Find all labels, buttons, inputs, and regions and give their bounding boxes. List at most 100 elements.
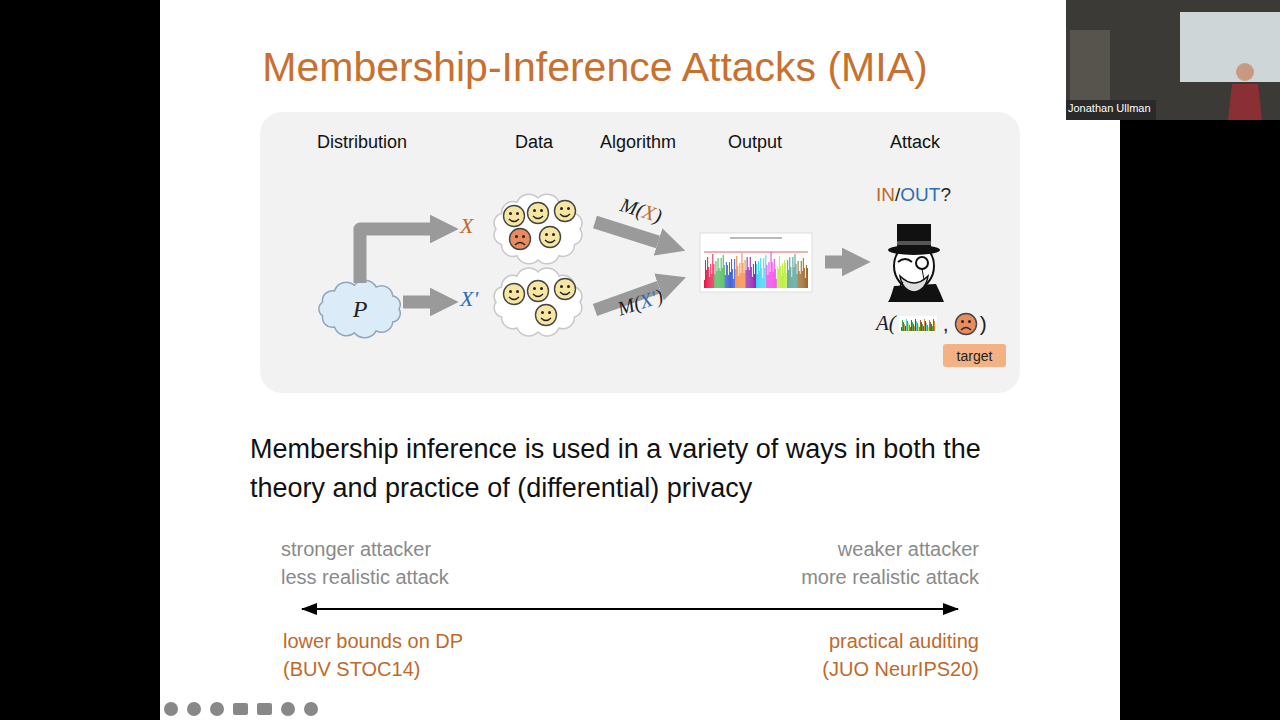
plot-bar [759,271,760,288]
cloud-shape [494,268,582,336]
plot-bar [765,255,766,288]
thumbnail-bar [911,320,912,331]
plot-bar [754,274,755,288]
plot-bar [801,261,802,288]
thumbnail-bar [920,320,921,331]
plot-bar [732,269,733,288]
plot-bar [798,261,799,288]
toolbar-icons [164,702,318,716]
thumbnail-bar [905,326,906,331]
plot-bar [770,272,771,288]
person-face [504,284,525,305]
thumbnail-bar [903,322,904,331]
plot-bar [718,258,719,288]
plot-bar [736,256,737,288]
plot-bar [777,266,778,288]
face-mouth [515,243,525,246]
attacker-figure [888,224,944,302]
plot-bar [803,258,804,288]
thumbnail-bar [902,320,903,331]
attack-question: IN/OUT? [876,184,951,206]
plot-bar [768,262,769,288]
face-eye [540,209,543,212]
plot-bar [755,261,756,288]
plot-bar [713,264,714,288]
plot-bar [787,260,788,288]
plot-bar [712,254,713,288]
thumbnail-bar [906,319,907,331]
plot-bar [796,264,797,288]
thumbnail-bar [916,321,917,331]
plot-bar [740,273,741,288]
face-eye [533,209,536,212]
plot-bar [725,275,726,288]
label-part: ) [980,312,987,336]
face-eye [548,311,551,314]
thumbnail-bar [907,321,908,331]
face-eye [509,290,512,293]
slide-background [160,0,1120,720]
plot-bar [797,274,798,288]
attack-call: A(,) [876,311,987,336]
plot-bar [706,270,707,288]
thumbnail-bar [917,323,918,331]
plot-bar [779,256,780,288]
spectrum-note: less realistic attack [281,566,449,589]
cloud-outline [488,190,588,268]
distribution-cloud: P [313,277,407,341]
face-eye [560,207,563,210]
plot-bar [789,257,790,288]
spectrum-arrow [302,608,958,610]
thumbnail-bar [930,322,931,331]
face-eye [567,207,570,210]
plot-bar [746,270,747,288]
plot-bar [799,271,800,288]
dataset-cloud: X [458,190,588,268]
face-mouth [560,292,570,295]
plot-bar [714,274,715,288]
dataset-label: X' [460,286,478,312]
plot-title-line [730,237,782,239]
thumbnail-bar [914,326,915,331]
plot-bar [781,276,782,288]
plot-bar [747,257,748,288]
plot-bar [758,261,759,288]
plot-bar [738,276,739,288]
face-eye [552,233,555,236]
plot-bar [790,267,791,288]
plot-bar [739,263,740,288]
plot-threshold [704,252,808,253]
face-eye [560,285,563,288]
thumbnail-bar [910,327,911,331]
plot-bar [750,257,751,288]
label-part: A( [876,311,896,336]
plot-bar [715,261,716,288]
column-heading: Attack [890,132,940,153]
face-eye [509,212,512,215]
plot-bar [800,274,801,288]
face-mouth [533,216,543,219]
plot-bar [729,262,730,288]
thumbnail-bar [915,319,916,331]
thumbnail-bar [918,325,919,331]
plot-bar [733,279,734,288]
plot-bar [802,271,803,288]
thumbnail-bar [909,325,910,331]
thumbnail-bar [924,319,925,331]
thumbnail-bar [925,321,926,331]
plot-bar [726,262,727,288]
face-mouth [545,240,555,243]
dataset-label: X [460,213,473,239]
face-eye [540,287,543,290]
flow-arrow [360,229,430,283]
output-arrow [825,256,842,269]
plot-bar [778,269,779,288]
plot-bar [771,252,772,288]
webcam-name: Jonathan Ullman [1068,102,1151,114]
thumbnail-bar [927,325,928,331]
spectrum-note: more realistic attack [801,566,979,589]
column-heading: Algorithm [600,132,676,153]
person-face [555,201,576,222]
